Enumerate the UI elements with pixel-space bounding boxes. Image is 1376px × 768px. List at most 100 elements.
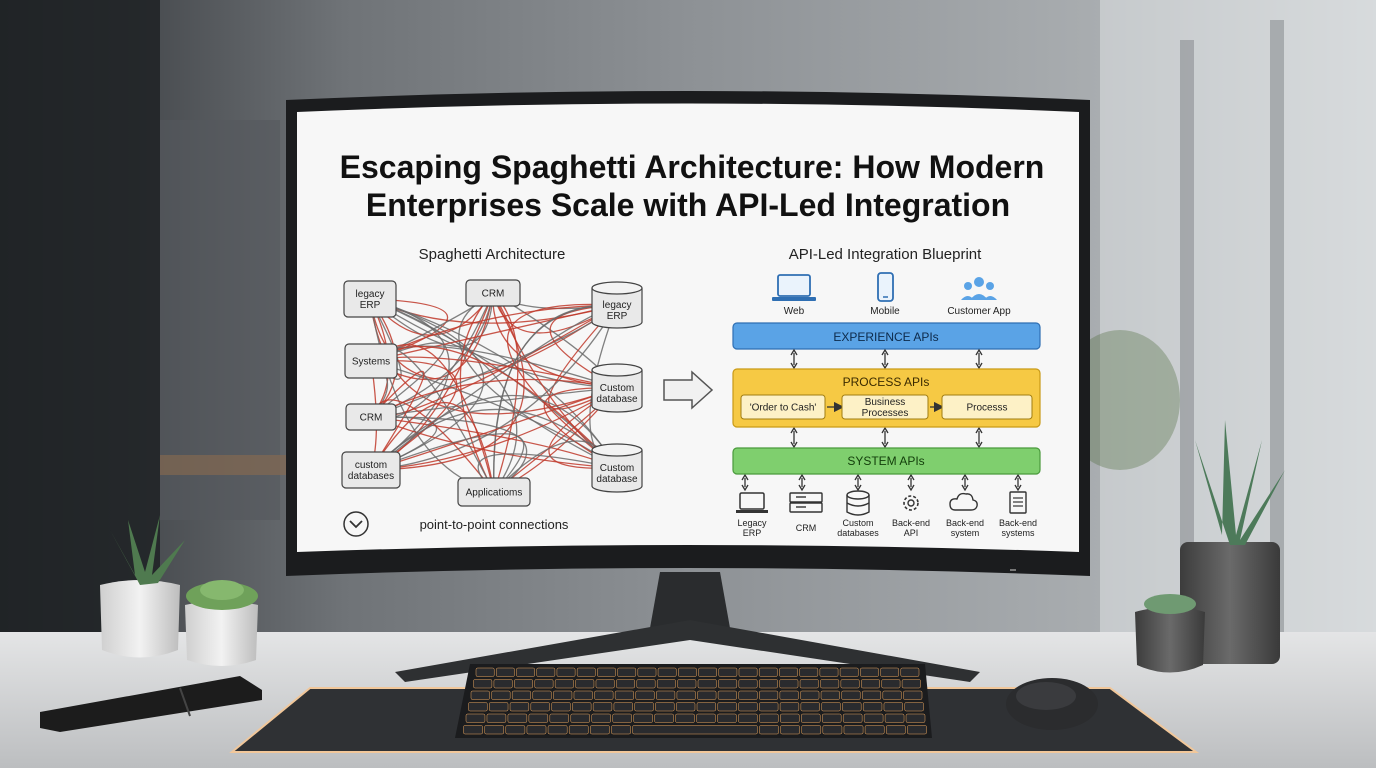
laptop-icon bbox=[772, 274, 816, 301]
connection-line bbox=[369, 298, 618, 381]
arrow-head bbox=[907, 473, 915, 481]
connection-line bbox=[369, 298, 618, 415]
client-label: Web bbox=[784, 306, 805, 317]
arrow-head bbox=[975, 426, 983, 434]
experience-apis-layer[interactable]: EXPERIENCE APIs bbox=[732, 322, 1041, 350]
system-label: CRM bbox=[796, 523, 817, 533]
connection-line bbox=[549, 304, 618, 389]
system-icons bbox=[736, 490, 1027, 516]
connection-line bbox=[548, 387, 618, 470]
arrow-head bbox=[790, 441, 798, 449]
spaghetti-node-label: Systems bbox=[352, 357, 390, 368]
spaghetti-node-systems[interactable]: Systems bbox=[344, 343, 398, 379]
system-label: systems bbox=[1001, 528, 1035, 538]
arrow-head bbox=[790, 362, 798, 370]
monitor-screen bbox=[297, 103, 1079, 552]
connection-line bbox=[370, 378, 618, 418]
experience-apis-label: EXPERIENCE APIs bbox=[833, 330, 938, 344]
process-step[interactable]: Processs bbox=[941, 394, 1033, 420]
arrow-head bbox=[741, 473, 749, 481]
process-step[interactable]: 'Order to Cash' bbox=[740, 394, 826, 420]
connection-line bbox=[370, 370, 425, 471]
spaghetti-node-label: databases bbox=[348, 471, 394, 482]
blueprint-heading: API-Led Integration Blueprint bbox=[789, 246, 982, 263]
spaghetti-node-label: custom bbox=[355, 460, 387, 471]
plant-right-tall bbox=[1180, 420, 1285, 664]
users-group-icon bbox=[961, 277, 997, 300]
arrow-head bbox=[961, 484, 969, 492]
laptop-icon bbox=[736, 492, 768, 513]
arrow-head bbox=[790, 426, 798, 434]
mobile-client: Mobile bbox=[870, 272, 900, 317]
slide-title-line1: Escaping Spaghetti Architecture: How Mod… bbox=[340, 149, 1045, 185]
spaghetti-node-label: Applicatioms bbox=[466, 488, 523, 499]
spaghetti-nodes: legacyERPCRMlegacyERPSystemsCustomdataba… bbox=[341, 279, 643, 507]
right-arrow-icon bbox=[663, 370, 714, 410]
spaghetti-node-label: Custom bbox=[600, 383, 634, 394]
keyboard bbox=[455, 664, 932, 738]
spaghetti-node-label: database bbox=[596, 394, 638, 405]
mobile-phone-icon bbox=[877, 272, 894, 302]
spaghetti-node-label: ERP bbox=[360, 300, 381, 311]
arrow-head bbox=[881, 348, 889, 356]
connection-line bbox=[370, 304, 618, 471]
connection-line bbox=[370, 401, 495, 493]
arrow-head bbox=[961, 473, 969, 481]
web-client: Web bbox=[772, 274, 816, 317]
server-icon bbox=[789, 492, 823, 513]
spaghetti-node-crm-mid[interactable]: CRM bbox=[345, 403, 397, 431]
arrow-head bbox=[1014, 473, 1022, 481]
arrow-head bbox=[907, 484, 915, 492]
arrow-head bbox=[975, 348, 983, 356]
arrow-head bbox=[854, 473, 862, 481]
system-label: Back-end bbox=[946, 518, 984, 528]
connection-line bbox=[370, 387, 618, 471]
system-label: ERP bbox=[743, 528, 762, 538]
database-icon bbox=[846, 490, 870, 516]
layer-connectors bbox=[741, 348, 1022, 492]
system-label: Custom bbox=[842, 518, 873, 528]
cloud-icon bbox=[949, 492, 978, 511]
gear-icon bbox=[903, 495, 919, 511]
process-step-label: Processs bbox=[966, 403, 1007, 414]
plant-left bbox=[100, 515, 185, 658]
connection-line bbox=[548, 304, 618, 410]
spaghetti-node-label: Custom bbox=[600, 463, 634, 474]
connection-line bbox=[369, 298, 518, 493]
system-apis-label: SYSTEM APIs bbox=[847, 454, 924, 468]
system-apis-layer[interactable]: SYSTEM APIs bbox=[732, 447, 1041, 475]
spaghetti-node-label: legacy bbox=[603, 300, 632, 311]
process-step-label: 'Order to Cash' bbox=[750, 403, 817, 414]
document-icon bbox=[1009, 491, 1027, 514]
connection-line bbox=[369, 298, 618, 389]
process-step-label: Processes bbox=[862, 408, 909, 419]
plant-right-small bbox=[1135, 594, 1205, 673]
system-label: system bbox=[951, 528, 980, 538]
connection-line bbox=[543, 387, 618, 469]
spaghetti-caption: point-to-point connections bbox=[420, 517, 569, 532]
connection-line bbox=[370, 342, 445, 418]
customer-app-client: Customer App bbox=[947, 277, 1011, 317]
chevron-down-icon[interactable] bbox=[343, 511, 369, 537]
spaghetti-node-label: CRM bbox=[360, 413, 383, 424]
arrow-head bbox=[741, 484, 749, 492]
plant-left-small bbox=[185, 580, 258, 666]
mouse bbox=[1006, 678, 1098, 730]
system-label: Back-end bbox=[999, 518, 1037, 528]
client-label: Customer App bbox=[947, 306, 1011, 317]
spaghetti-node-crm-top[interactable]: CRM bbox=[465, 279, 521, 307]
arrow-head bbox=[881, 441, 889, 449]
system-label: Legacy bbox=[737, 518, 767, 528]
slide-title-line2: Enterprises Scale with API-Led Integrati… bbox=[366, 187, 1010, 223]
spaghetti-node-applications[interactable]: Applicatioms bbox=[457, 477, 531, 507]
arrow-head bbox=[975, 441, 983, 449]
